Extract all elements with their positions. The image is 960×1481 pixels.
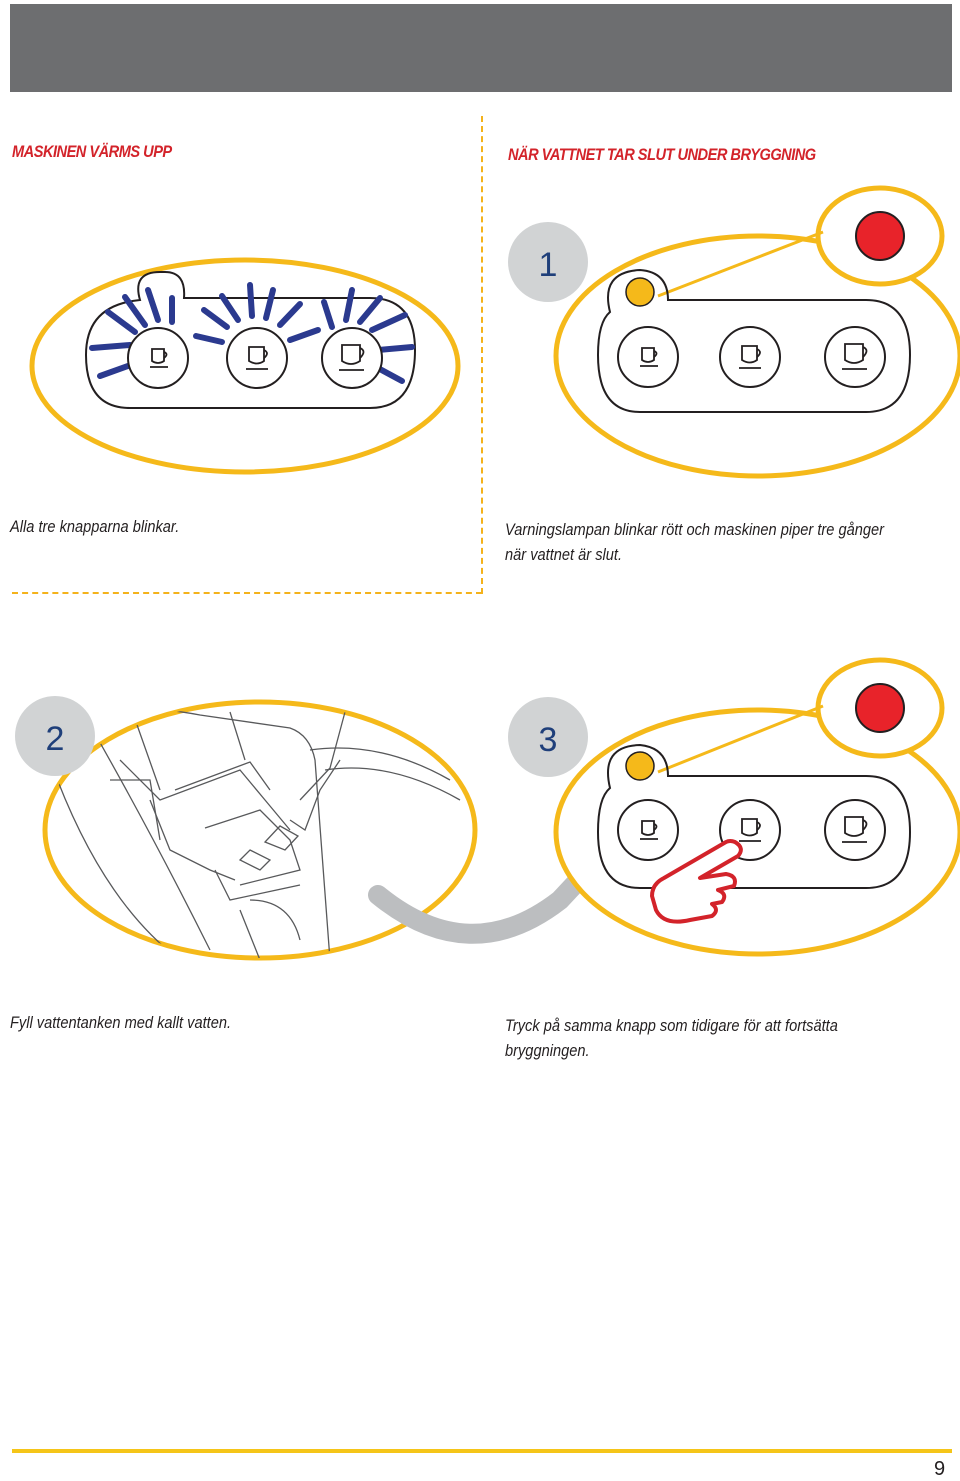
panel-outline — [596, 268, 912, 413]
step-circle — [15, 696, 95, 776]
button-large — [824, 326, 886, 388]
button-medium — [226, 327, 288, 389]
step-number-1: 1 — [539, 246, 558, 284]
step-number-3: 3 — [539, 721, 558, 759]
caption-no-water-line1: Varningslampan blinkar rött och maskinen… — [505, 520, 884, 539]
warning-light-icon — [855, 211, 905, 261]
button-medium — [719, 326, 781, 388]
footer-line — [12, 1449, 952, 1453]
indicator-light-icon — [625, 751, 655, 781]
header-bar — [10, 4, 952, 92]
button-large — [824, 799, 886, 861]
step-number-2: 2 — [46, 720, 65, 758]
section-title-no-water: NÄR VATTNET TAR SLUT UNDER BRYGGNING — [508, 145, 816, 164]
vertical-divider — [481, 116, 483, 594]
panel-outline — [596, 743, 912, 889]
caption-press-line2: bryggningen. — [505, 1041, 590, 1060]
warning-light-icon — [855, 683, 905, 733]
button-small — [617, 799, 679, 861]
curved-arrow-icon — [368, 846, 608, 944]
button-small — [127, 327, 189, 389]
caption-no-water-line2: när vattnet är slut. — [505, 545, 623, 564]
button-small — [617, 326, 679, 388]
caption-press-line1: Tryck på samma knapp som tidigare för at… — [505, 1016, 838, 1035]
pointing-hand-icon — [650, 839, 743, 924]
zoom-ellipse — [42, 699, 478, 961]
step-circle — [508, 697, 588, 777]
step-circle — [508, 222, 588, 302]
section-title-warmup: MASKINEN VÄRMS UPP — [12, 142, 172, 161]
indicator-light-icon — [625, 277, 655, 307]
caption-fill-tank: Fyll vattentanken med kallt vatten. — [10, 1013, 232, 1032]
page-number: 9 — [934, 1458, 946, 1480]
horizontal-divider — [12, 592, 482, 594]
caption-warmup: Alla tre knapparna blinkar. — [10, 517, 180, 536]
button-large — [321, 327, 383, 389]
blink-rays-icon — [89, 282, 415, 384]
panel-outline — [84, 271, 417, 409]
